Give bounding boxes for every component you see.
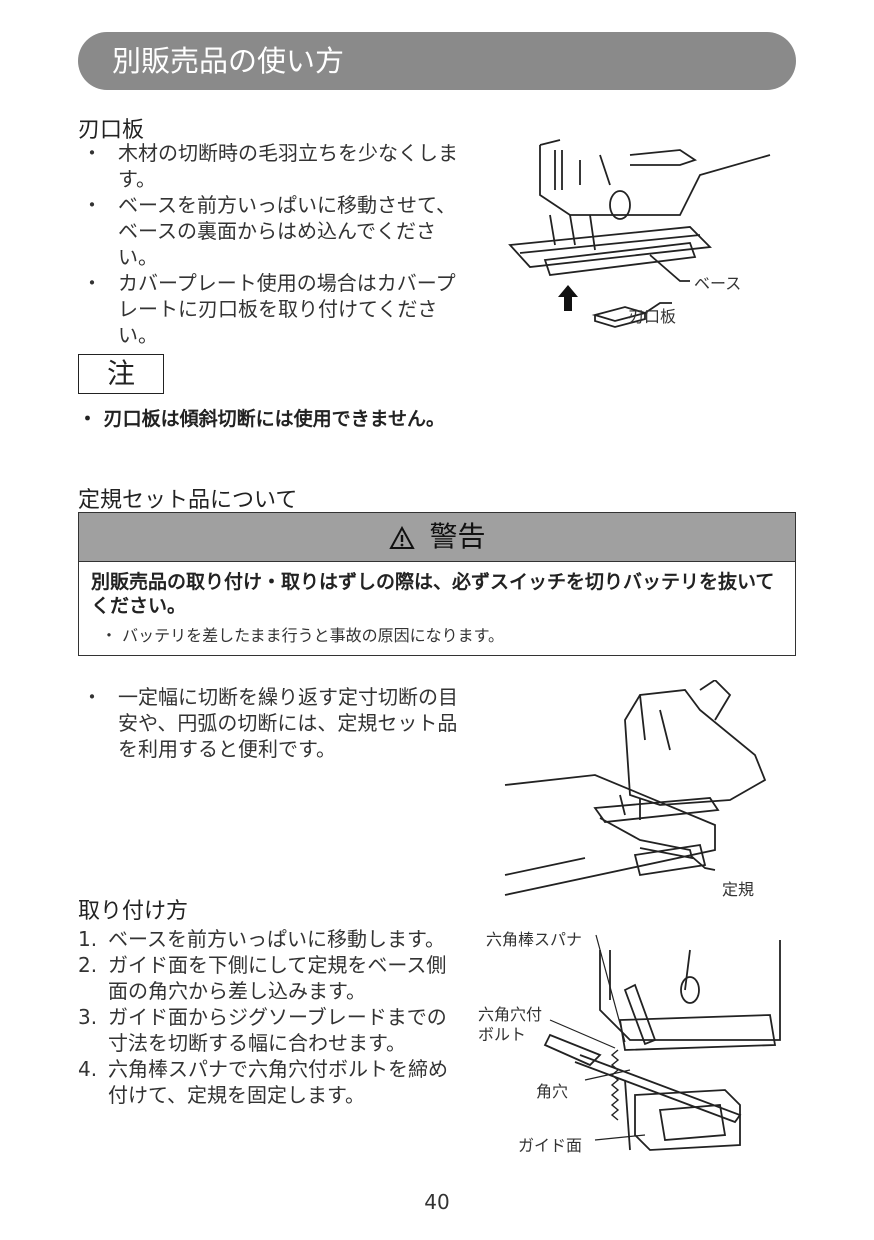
warning-text: 別販売品の取り付け・取りはずしの際は、必ずスイッチを切りバッテリを抜いてください… (91, 571, 775, 617)
insert-plate-figure (508, 139, 771, 328)
list-item: 4. 六角棒スパナで六角穴付ボルトを締め付けて、定規を固定します。 (78, 1056, 462, 1108)
warning-body: 別販売品の取り付け・取りはずしの際は、必ずスイッチを切りバッテリを抜いてください… (79, 562, 795, 656)
list-item: 2. ガイド面を下側にして定規をベース側面の角穴から差し込みます。 (78, 952, 462, 1004)
warning-triangle-icon (388, 525, 415, 549)
list-item: ベースを前方いっぱいに移動させて、ベースの裏面からはめ込んでください。 (82, 192, 462, 270)
guide-set-bullets: 一定幅に切断を繰り返す定寸切断の目安や、円弧の切断には、定規セット品を利用すると… (82, 684, 462, 762)
figure-label-base: ベース (694, 274, 742, 293)
list-item: 木材の切断時の毛羽立ちを少なくします。 (82, 140, 462, 192)
figure-label-guide-face: ガイド面 (518, 1136, 583, 1155)
figure-label-square-hole: 角穴 (536, 1082, 569, 1101)
step-number: 1. (78, 927, 98, 951)
step-text: ガイド面を下側にして定規をベース側面の角穴から差し込みます。 (108, 953, 447, 1003)
step-text: ガイド面からジグソーブレードまでの寸法を切断する幅に合わせます。 (108, 1005, 447, 1055)
section-heading-insert-plate: 刃口板 (78, 118, 145, 143)
page-title-bar: 別販売品の使い方 (78, 32, 796, 90)
section-heading-installation: 取り付け方 (78, 899, 189, 924)
step-number: 2. (78, 953, 98, 977)
figure-label-guide: 定規 (722, 880, 755, 899)
list-item: 一定幅に切断を繰り返す定寸切断の目安や、円弧の切断には、定規セット品を利用すると… (82, 684, 462, 762)
guide-use-figure (504, 680, 767, 896)
step-text: ベースを前方いっぱいに移動します。 (108, 927, 445, 951)
guide-installation-figure (543, 934, 781, 1151)
figure-label-hex-bolt: 六角穴付 (478, 1005, 543, 1024)
list-item: カバープレート使用の場合はカバープレートに刃口板を取り付けてください。 (82, 270, 462, 348)
insert-plate-bullets: 木材の切断時の毛羽立ちを少なくします。 ベースを前方いっぱいに移動させて、ベース… (82, 140, 462, 348)
warning-title: 警告 (429, 520, 486, 553)
note-label-box: 注 (78, 354, 164, 394)
warning-subtext: ・ バッテリを差したまま行うと事故の原因になります。 (101, 626, 505, 645)
step-number: 3. (78, 1005, 98, 1029)
page-number: 40 (424, 1190, 450, 1214)
list-item: 1. ベースを前方いっぱいに移動します。 (78, 926, 462, 952)
list-item: 3. ガイド面からジグソーブレードまでの寸法を切断する幅に合わせます。 (78, 1004, 462, 1056)
warning-header: 警告 (79, 513, 795, 562)
warning-box: 警告 別販売品の取り付け・取りはずしの際は、必ずスイッチを切りバッテリを抜いてく… (78, 512, 796, 656)
figure-label-hex-wrench: 六角棒スパナ (486, 930, 583, 949)
installation-steps: 1. ベースを前方いっぱいに移動します。 2. ガイド面を下側にして定規をベース側面… (78, 926, 462, 1108)
step-text: 六角棒スパナで六角穴付ボルトを締め付けて、定規を固定します。 (108, 1057, 448, 1107)
page-title: 別販売品の使い方 (112, 44, 345, 78)
section-heading-guide-set: 定規セット品について (78, 488, 298, 513)
note-text: ・ 刃口板は傾斜切断には使用できません。 (78, 408, 446, 430)
step-number: 4. (78, 1057, 98, 1081)
note-label: 注 (106, 357, 135, 390)
figure-label-insert-plate: 刃口板 (628, 307, 677, 326)
figure-label-hex-bolt-2: ボルト (478, 1025, 527, 1044)
